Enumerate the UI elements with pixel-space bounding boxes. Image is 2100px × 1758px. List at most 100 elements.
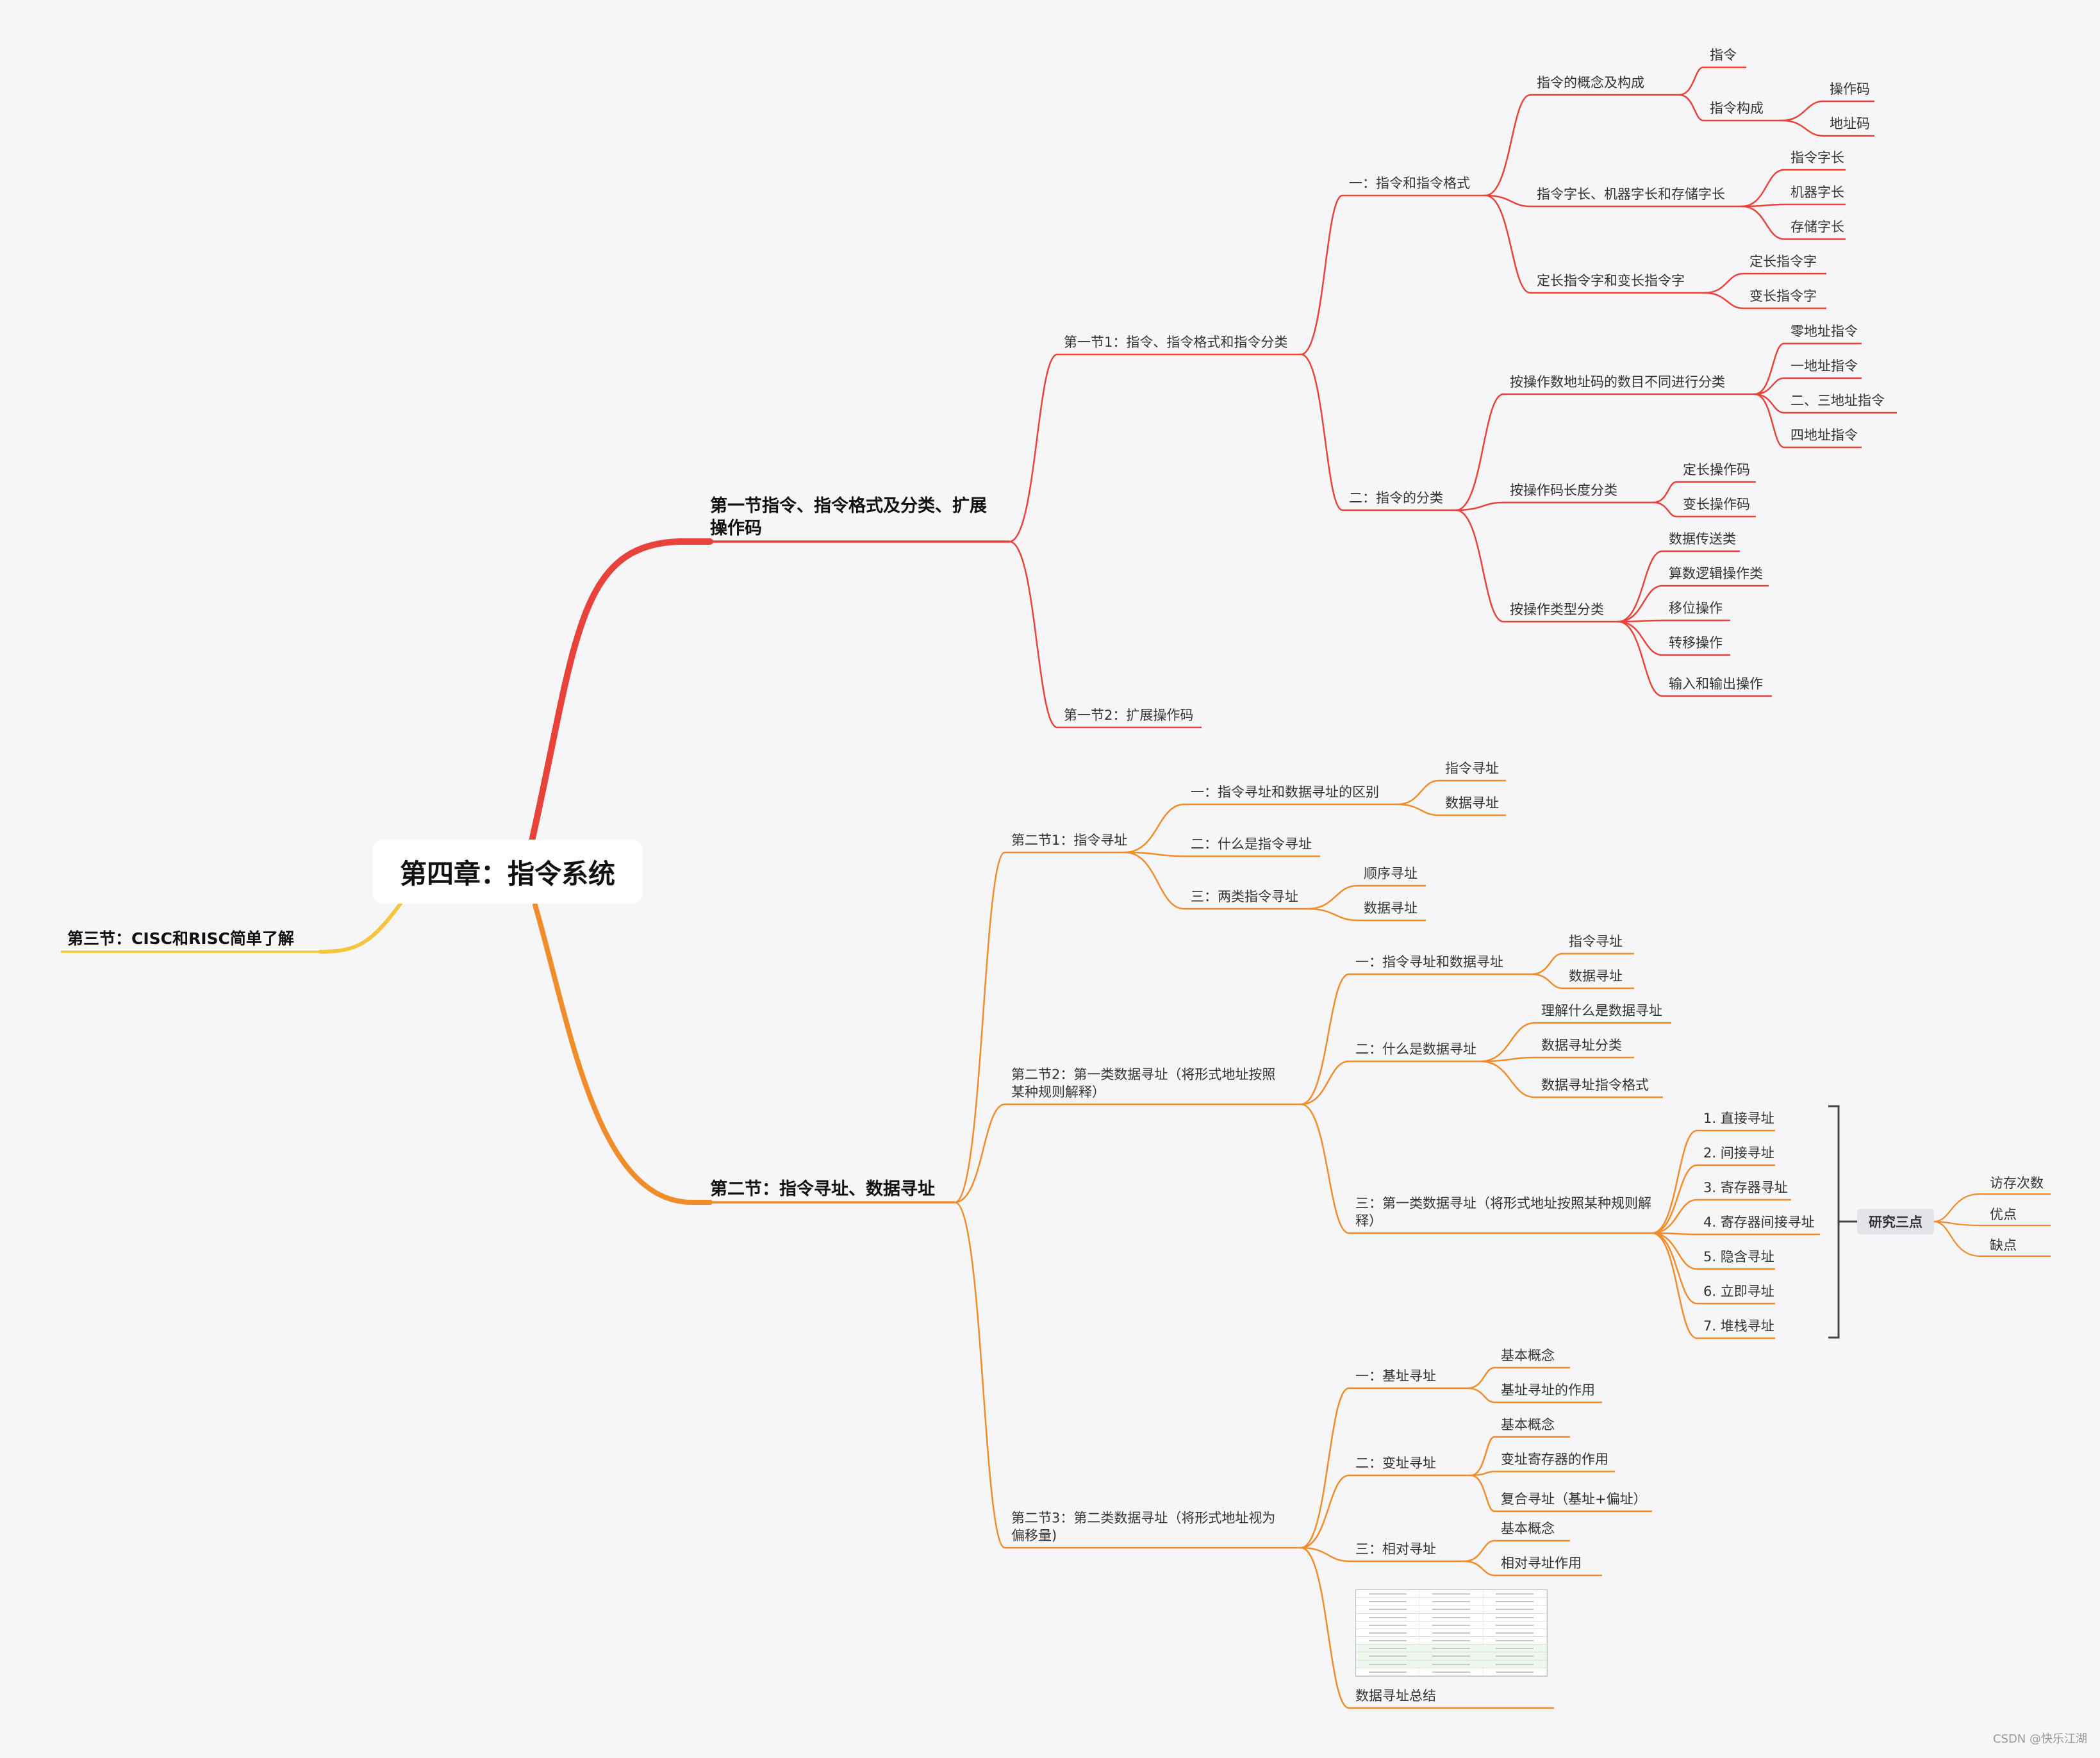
node-s2c[interactable]: 第二节3：第二类数据寻址（将形式地址视为偏移量) [1011,1511,1275,1543]
node-s2a1[interactable]: 一：指令寻址和数据寻址的区别 [1191,784,1379,800]
edge-s2a [955,852,1005,1202]
node-s2b2[interactable]: 二：什么是数据寻址 [1355,1041,1476,1057]
node-s1a1c2[interactable]: 变长指令字 [1749,288,1817,304]
node-s1a[interactable]: 第一节1：指令、指令格式和指令分类 [1064,335,1287,350]
node-s2b1a[interactable]: 指令寻址 [1569,934,1623,949]
edge-s1a1 [1301,195,1343,354]
node-s2b[interactable]: 第二节2：第一类数据寻址（将形式地址按照某种规则解释） [1011,1067,1275,1100]
node-s2c1b[interactable]: 基址寻址的作用 [1501,1382,1595,1398]
node-s2b3a[interactable]: 1. 直接寻址 [1703,1111,1774,1126]
node-s1a1[interactable]: 一：指令和指令格式 [1349,176,1470,191]
node-s2a3b[interactable]: 数据寻址 [1364,900,1418,916]
node-s1a1a2b[interactable]: 地址码 [1830,116,1870,131]
edge-s2b1 [1301,974,1349,1104]
summary-group[interactable]: 研究三点 [1857,1209,1934,1234]
edge-s1a2a3 [1755,394,1784,413]
node-s2c2a[interactable]: 基本概念 [1501,1417,1555,1432]
node-s1a2b[interactable]: 按操作码长度分类 [1510,483,1617,498]
node-s1a2c[interactable]: 按操作类型分类 [1510,602,1604,617]
node-s2b3c[interactable]: 3. 寄存器寻址 [1703,1180,1788,1195]
node-s1a1b1[interactable]: 指令字长 [1790,150,1844,165]
node-s2c2b[interactable]: 变址寄存器的作用 [1501,1452,1608,1467]
node-s2b3g[interactable]: 7. 堆栈寻址 [1703,1318,1774,1334]
node-s1a1a2[interactable]: 指令构成 [1710,101,1764,116]
edge-s1a1c1 [1705,274,1743,293]
node-s1a1c1[interactable]: 定长指令字 [1749,254,1817,269]
node-s1a2c5[interactable]: 输入和输出操作 [1669,676,1763,692]
edge-s2b1a [1532,954,1562,974]
node-s2c1a[interactable]: 基本概念 [1501,1348,1555,1363]
edge-s1a2b2 [1653,502,1676,517]
edge-s1a1a2a [1782,101,1823,120]
root-topic[interactable]: 第四章：指令系统 [373,840,642,904]
node-s3[interactable]: 第三节：CISC和RISC简单了解 [67,929,294,948]
node-s1a2c1[interactable]: 数据传送类 [1669,531,1736,547]
edge-s2b2 [1301,1061,1349,1104]
edge-s2a1a [1397,781,1439,804]
addressing-summary-table-image[interactable] [1355,1589,1548,1677]
node-s2[interactable]: 第二节：指令寻址、数据寻址 [710,1179,935,1199]
edge-s2c1 [1301,1388,1349,1548]
edge-s2b3 [1301,1104,1349,1233]
node-s1a2b2[interactable]: 变长操作码 [1683,497,1750,512]
node-s1a2c3[interactable]: 移位操作 [1669,601,1723,616]
node-s2c2[interactable]: 二：变址寻址 [1355,1455,1436,1471]
edge-s1a2a [1456,394,1503,510]
node-s2a2[interactable]: 二：什么是指令寻址 [1191,836,1312,852]
node-s2b2b[interactable]: 数据寻址分类 [1541,1038,1622,1053]
node-s2b3[interactable]: 三：第一类数据寻址（将形式地址按照某种规则解释） [1355,1196,1651,1229]
node-s1a2b1[interactable]: 定长操作码 [1683,462,1750,477]
node-s2c1[interactable]: 一：基址寻址 [1355,1368,1436,1384]
edge-s2b3b [1652,1165,1697,1233]
edge-s2b3g [1652,1233,1697,1338]
node-s2c3b[interactable]: 相对寻址作用 [1501,1555,1582,1571]
node-s2b3d[interactable]: 4. 寄存器间接寻址 [1703,1215,1815,1230]
node-s1a1b[interactable]: 指令字长、机器字长和存储字长 [1537,187,1725,202]
node-s2b2c[interactable]: 数据寻址指令格式 [1541,1077,1649,1093]
label-layer: 第一节指令、指令格式及分类、扩展操作码第一节1：指令、指令格式和指令分类一：指令… [67,47,1885,1704]
node-s1a1a[interactable]: 指令的概念及构成 [1537,75,1644,90]
node-s2a[interactable]: 第二节1：指令寻址 [1011,833,1127,848]
node-s1a2c4[interactable]: 转移操作 [1669,635,1723,651]
node-s2a1a[interactable]: 指令寻址 [1445,761,1499,776]
node-s2b3f[interactable]: 6. 立即寻址 [1703,1284,1774,1299]
edge-s1a2b1 [1653,482,1676,502]
node-s1a2c2[interactable]: 算数逻辑操作类 [1669,566,1763,581]
node-s2b1[interactable]: 一：指令寻址和数据寻址 [1355,954,1503,970]
node-s1b[interactable]: 第一节2：扩展操作码 [1064,708,1193,723]
node-s2b3e[interactable]: 5. 隐含寻址 [1703,1249,1774,1265]
edge-s1a2c [1456,510,1503,622]
node-s1a1a2a[interactable]: 操作码 [1830,81,1870,97]
edge-s2c1b [1468,1388,1494,1402]
node-s1a2a2[interactable]: 一地址指令 [1790,358,1858,374]
node-s2a3[interactable]: 三：两类指令寻址 [1191,889,1298,904]
node-s2c3a[interactable]: 基本概念 [1501,1521,1555,1536]
edge-s1a2c5 [1618,622,1662,696]
node-s1[interactable]: 第一节指令、指令格式及分类、扩展操作码 [710,495,987,538]
summary-item[interactable]: 优点 [1990,1207,2017,1222]
node-s1a2a1[interactable]: 零地址指令 [1790,324,1858,339]
node-s1a2a4[interactable]: 四地址指令 [1790,427,1858,443]
node-s2b3b[interactable]: 2. 间接寻址 [1703,1145,1774,1161]
summary-item[interactable]: 访存次数 [1990,1175,2044,1191]
node-s1a1b3[interactable]: 存储字长 [1790,219,1844,235]
summary-items: 访存次数优点缺点 [1934,1175,2051,1256]
edge-s2b3a [1652,1131,1697,1233]
node-s2a3a[interactable]: 顺序寻址 [1364,866,1418,881]
node-s1a1c[interactable]: 定长指令字和变长指令字 [1537,273,1685,288]
node-s1a1a1[interactable]: 指令 [1710,47,1737,63]
node-s1a2a3[interactable]: 二、三地址指令 [1790,393,1885,408]
node-s2b1b[interactable]: 数据寻址 [1569,968,1623,984]
node-s2c3[interactable]: 三：相对寻址 [1355,1541,1436,1557]
node-s2b2a[interactable]: 理解什么是数据寻址 [1541,1003,1662,1018]
node-s2c4[interactable]: 数据寻址总结 [1355,1688,1436,1704]
summary-bracket [1828,1106,1857,1338]
summary-item[interactable]: 缺点 [1990,1238,2017,1253]
node-s2c2c[interactable]: 复合寻址（基址+偏址） [1501,1491,1647,1507]
node-s2a1b[interactable]: 数据寻址 [1445,795,1499,811]
node-s1a2a[interactable]: 按操作数地址码的数目不同进行分类 [1510,374,1725,390]
edge-s2b2a [1480,1023,1535,1061]
node-s1a2[interactable]: 二：指令的分类 [1349,490,1443,506]
node-s1a1b2[interactable]: 机器字长 [1790,185,1844,200]
